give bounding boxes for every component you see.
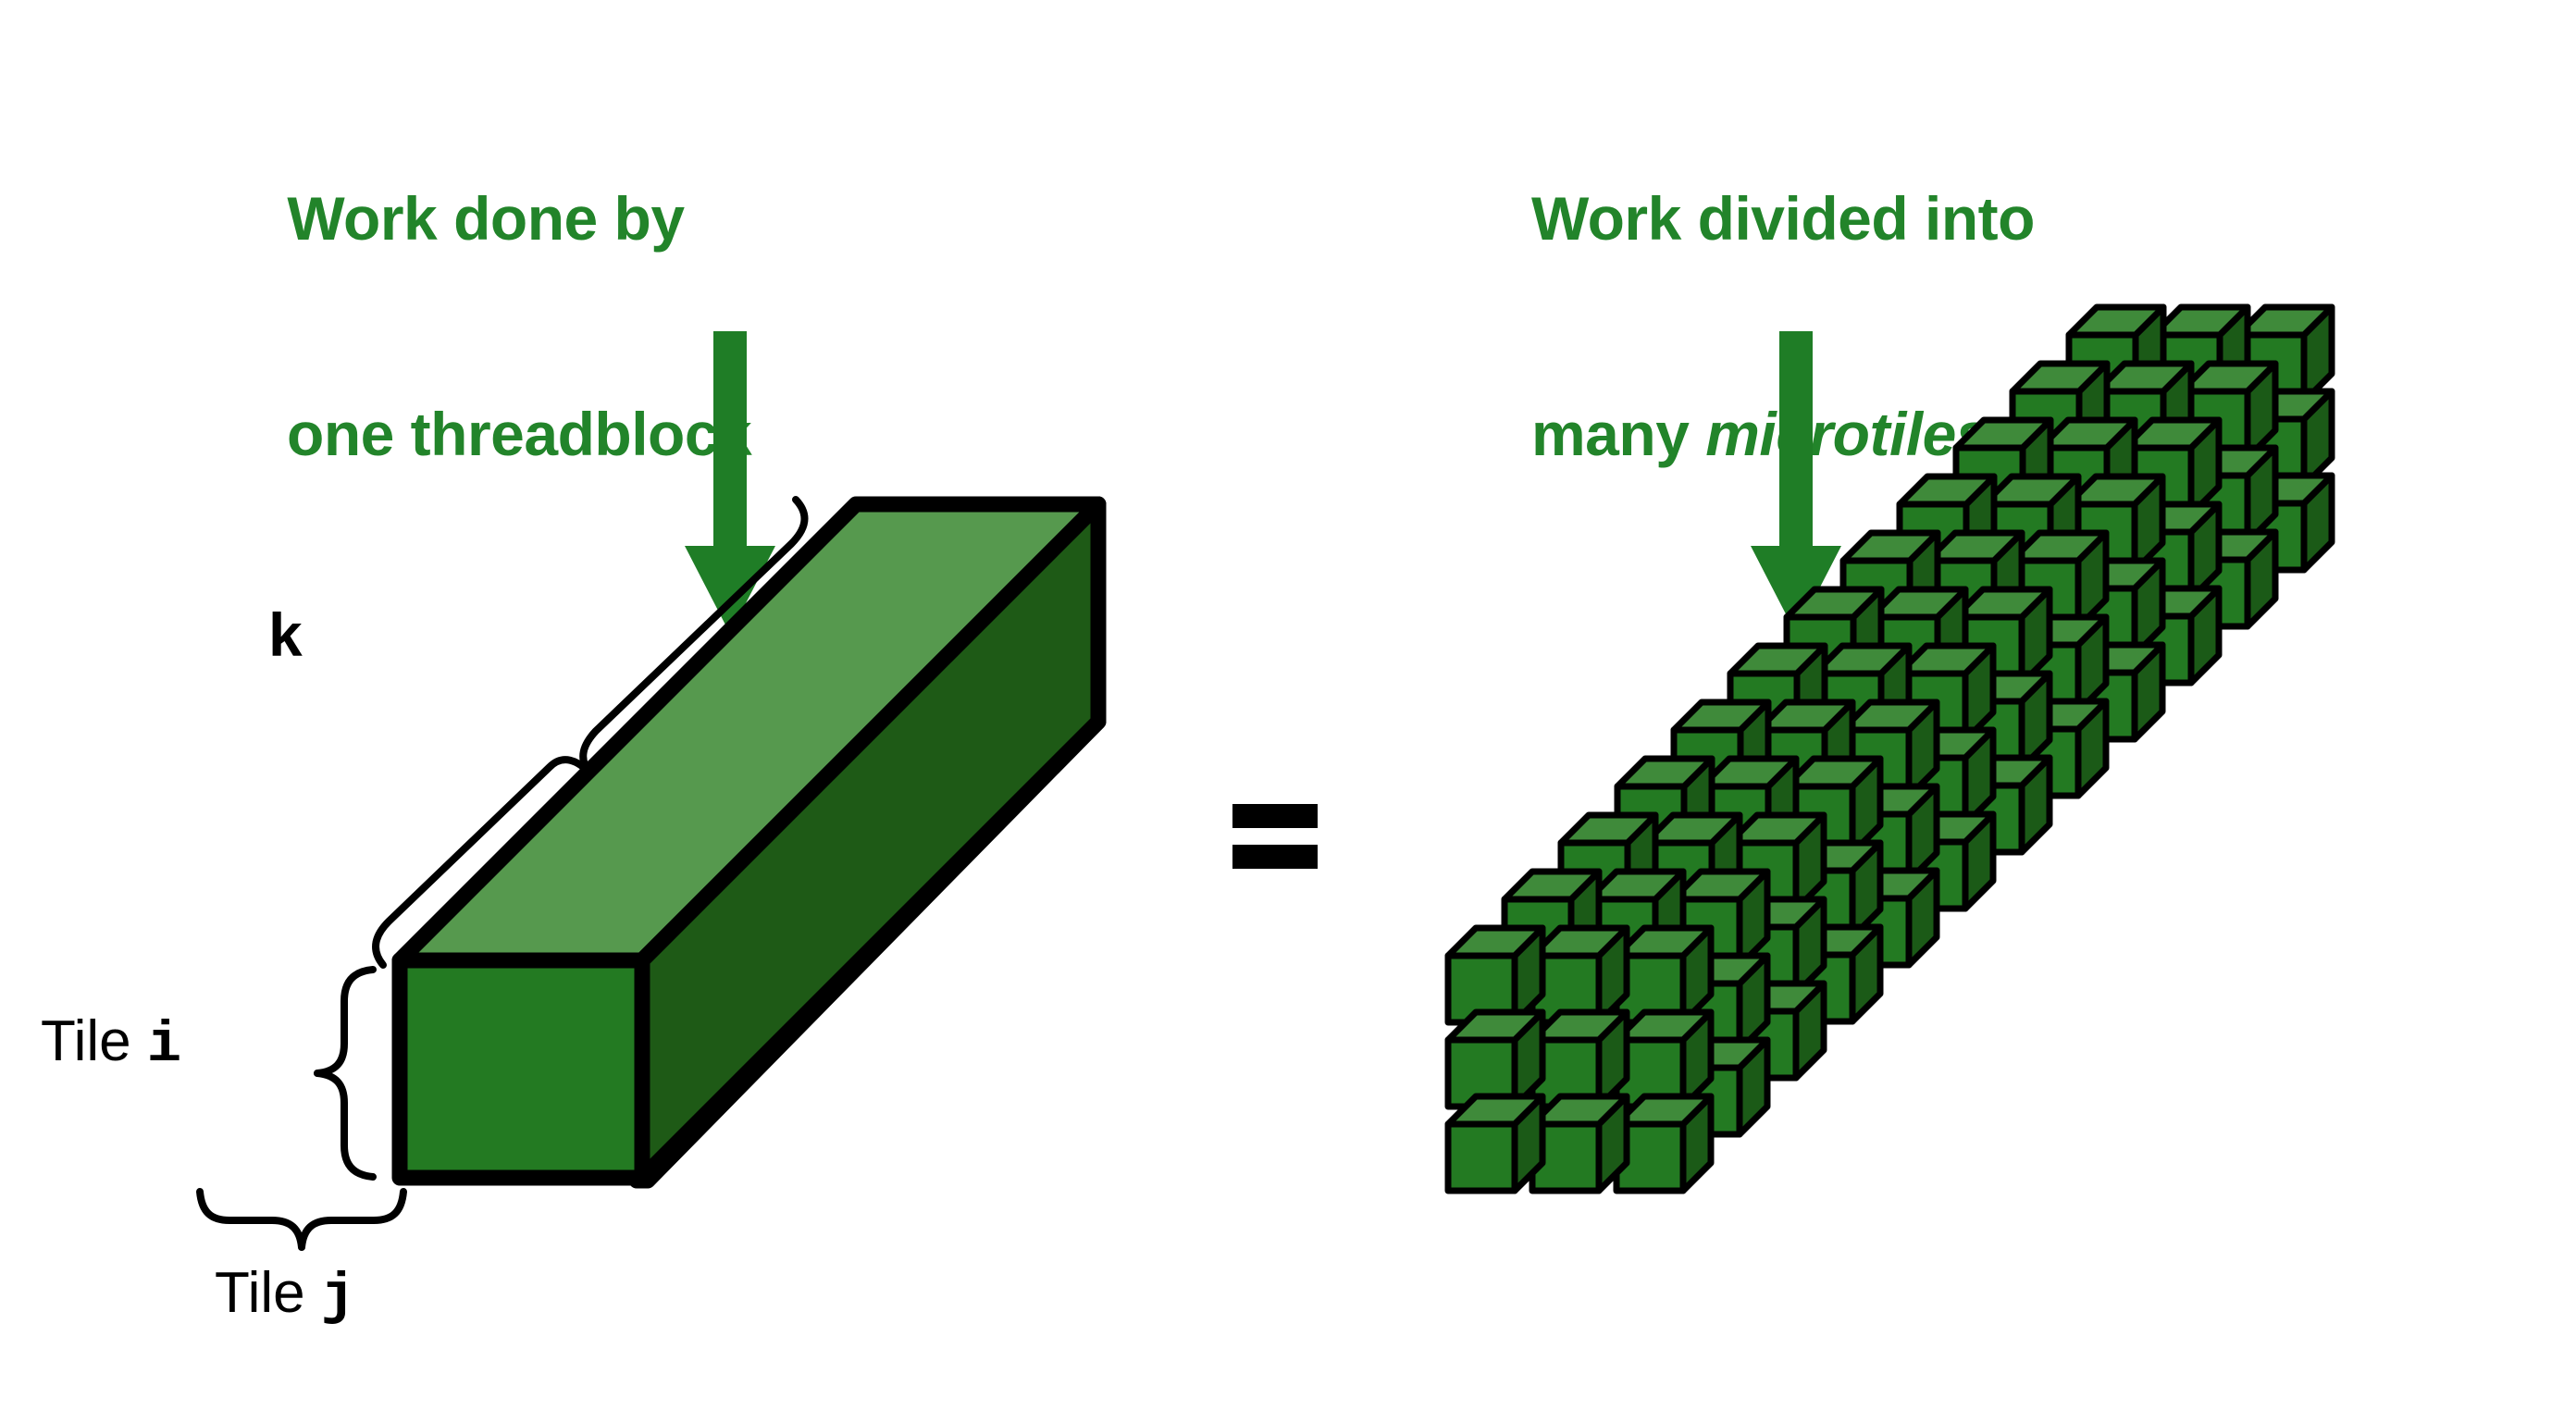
- down-arrow-icon-left: [685, 331, 775, 634]
- heading-right-line2-plain: many: [1531, 400, 1706, 469]
- microtile-face: [1444, 1120, 1518, 1194]
- equals-sign: [1232, 804, 1318, 869]
- label-tile-j: Tile j: [215, 1260, 355, 1330]
- label-tile-i: Tile i: [41, 1008, 181, 1078]
- label-tile-j-index: j: [320, 1264, 356, 1330]
- bottom-brace-tile-j: [196, 1188, 407, 1251]
- label-tile-i-prefix: Tile: [41, 1009, 147, 1073]
- heading-right-line2-italic: microtiles: [1705, 400, 1990, 469]
- heading-right-line1: Work divided into: [1531, 183, 2035, 253]
- down-arrow-icon-right: [1751, 331, 1841, 634]
- heading-right-line2: many microtiles: [1531, 399, 2299, 471]
- threadblock-prism: [391, 496, 1107, 1189]
- label-k: k: [268, 600, 303, 669]
- label-tile-i-index: i: [146, 1012, 182, 1078]
- heading-right: Work divided into many microtiles: [1531, 39, 2299, 615]
- heading-left: Work done by one threadblock: [287, 39, 752, 615]
- left-brace-tile-i: [314, 966, 377, 1181]
- microtile-slab: [1444, 924, 1715, 1194]
- heading-left-line1: Work done by: [287, 183, 685, 253]
- label-tile-j-prefix: Tile: [215, 1261, 321, 1325]
- diagonal-brace-k: [372, 496, 809, 969]
- microtile-cube-grid: [1444, 303, 2335, 1194]
